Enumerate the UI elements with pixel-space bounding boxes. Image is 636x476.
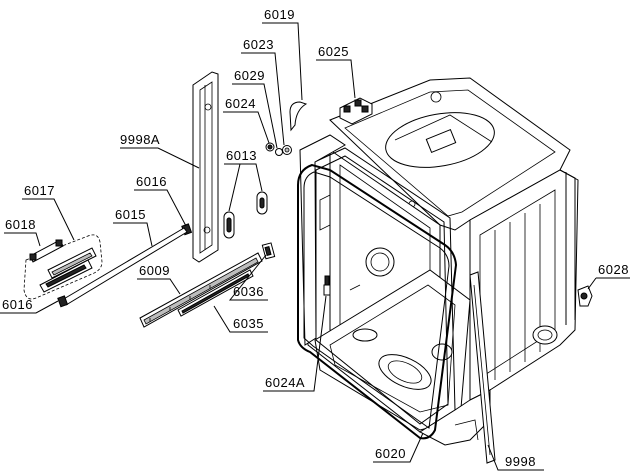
connector-6025 xyxy=(339,97,373,125)
label-6020: 6020 xyxy=(375,446,406,461)
clip-6028 xyxy=(577,285,593,307)
label-6028: 6028 xyxy=(598,262,629,277)
roller-part-6018 xyxy=(29,239,64,263)
slide-rail-6009 xyxy=(139,252,263,328)
rail-assembly-6017 xyxy=(23,234,103,300)
leader-lines xyxy=(0,22,630,471)
label-6015: 6015 xyxy=(115,207,146,222)
label-6016-lower: 6016 xyxy=(2,297,33,312)
end-clip-6036 xyxy=(261,242,276,260)
label-6025: 6025 xyxy=(318,44,349,59)
label-6016-upper: 6016 xyxy=(136,174,167,189)
label-6024a: 6024A xyxy=(265,375,305,390)
fastener-6024a xyxy=(323,275,331,296)
label-6023: 6023 xyxy=(243,37,274,52)
part-labels: 6019 6023 6025 6029 6024 9998A 6013 6016… xyxy=(2,7,629,469)
fasteners-6024-6029-6023 xyxy=(265,142,292,156)
label-6024: 6024 xyxy=(225,96,256,111)
label-6018: 6018 xyxy=(5,217,36,232)
label-9998: 9998 xyxy=(505,454,536,469)
side-strip-9998a xyxy=(192,71,219,263)
label-6035: 6035 xyxy=(233,316,264,331)
end-cap-6016-lower xyxy=(57,295,69,308)
label-6036: 6036 xyxy=(233,284,264,299)
label-6009: 6009 xyxy=(139,263,170,278)
dishwasher-tub xyxy=(299,77,579,464)
label-9998a: 9998A xyxy=(120,132,160,147)
bracket-6019 xyxy=(289,101,308,132)
label-6013: 6013 xyxy=(226,148,257,163)
clips-6013 xyxy=(223,191,268,239)
label-6029: 6029 xyxy=(234,68,265,83)
door-gasket-6020 xyxy=(297,163,458,440)
label-6019: 6019 xyxy=(264,7,295,22)
label-6017: 6017 xyxy=(24,183,55,198)
